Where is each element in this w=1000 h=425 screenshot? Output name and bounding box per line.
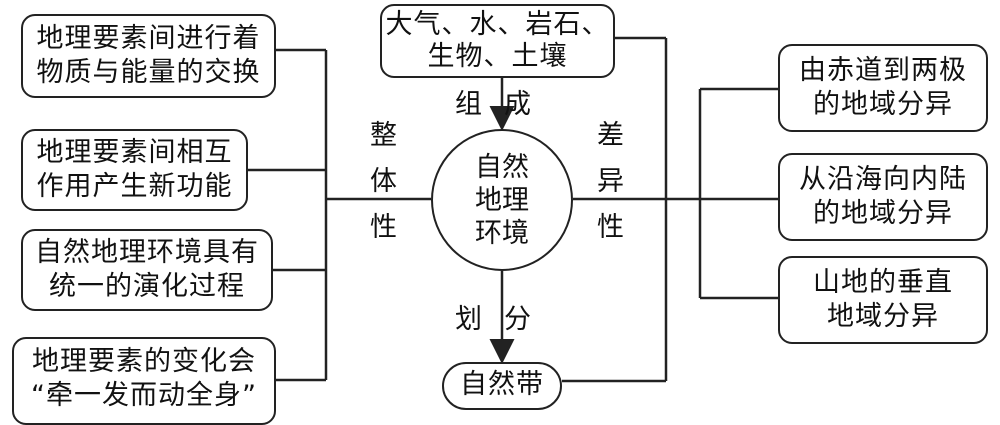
label-char: 异	[597, 166, 624, 197]
label-char: 整	[370, 120, 397, 151]
right-box-vertical: 山地的垂直 地域分异	[778, 256, 988, 344]
box-line: 大气、水、岩石、	[385, 9, 610, 40]
circle-line: 自然	[475, 151, 529, 183]
difference-label: 差 异 性	[597, 113, 624, 251]
left-box-interaction: 地理要素间相互 作用产生新功能	[21, 129, 248, 211]
box-line: 山地的垂直	[813, 267, 953, 298]
box-line: 生物、土壤	[427, 41, 568, 72]
box-line: 的地域分异	[813, 198, 953, 229]
label-char: 分	[504, 304, 531, 335]
compose-label: 组成	[455, 82, 531, 121]
label-char: 体	[370, 166, 397, 197]
box-line: 作用产生新功能	[36, 171, 233, 202]
wholeness-label: 整 体 性	[370, 113, 397, 251]
label-char: 性	[597, 212, 624, 243]
right-box-latitudinal: 由赤道到两极 的地域分异	[778, 44, 988, 132]
connector-lines	[248, 36, 778, 383]
box-line: 由赤道到两极	[799, 55, 967, 86]
natural-environment-circle: 自然 地理 环境	[431, 129, 573, 271]
left-box-chain-reaction: 地理要素的变化会 “牵一发而动全身”	[12, 337, 276, 425]
left-box-evolution: 自然地理环境具有 统一的演化过程	[21, 229, 273, 311]
box-line: 地理要素间相互	[36, 137, 233, 168]
label-char: 差	[597, 120, 624, 151]
divide-label: 划分	[455, 297, 531, 336]
box-line: 统一的演化过程	[49, 271, 245, 302]
box-line: “牵一发而动全身”	[31, 380, 257, 411]
components-box: 大气、水、岩石、 生物、土壤	[380, 4, 615, 78]
box-line: 自然地理环境具有	[35, 237, 259, 268]
box-line: 物质与能量的交换	[36, 57, 261, 88]
box-line: 地域分异	[827, 301, 939, 332]
label-char: 成	[504, 89, 531, 120]
circle-line: 地理	[475, 184, 529, 216]
left-box-exchange: 地理要素间进行着 物质与能量的交换	[21, 14, 276, 98]
label-char: 性	[370, 212, 397, 243]
right-box-longitudinal: 从沿海向内陆 的地域分异	[778, 153, 988, 241]
box-line: 地理要素的变化会	[32, 346, 256, 377]
box-text: 自然带	[460, 369, 544, 400]
natural-zone-box: 自然带	[442, 362, 562, 410]
box-line: 地理要素间进行着	[36, 23, 261, 54]
circle-line: 环境	[475, 217, 529, 249]
label-char: 组	[455, 89, 482, 120]
box-line: 的地域分异	[813, 89, 953, 120]
box-line: 从沿海向内陆	[799, 164, 967, 195]
label-char: 划	[455, 304, 482, 335]
